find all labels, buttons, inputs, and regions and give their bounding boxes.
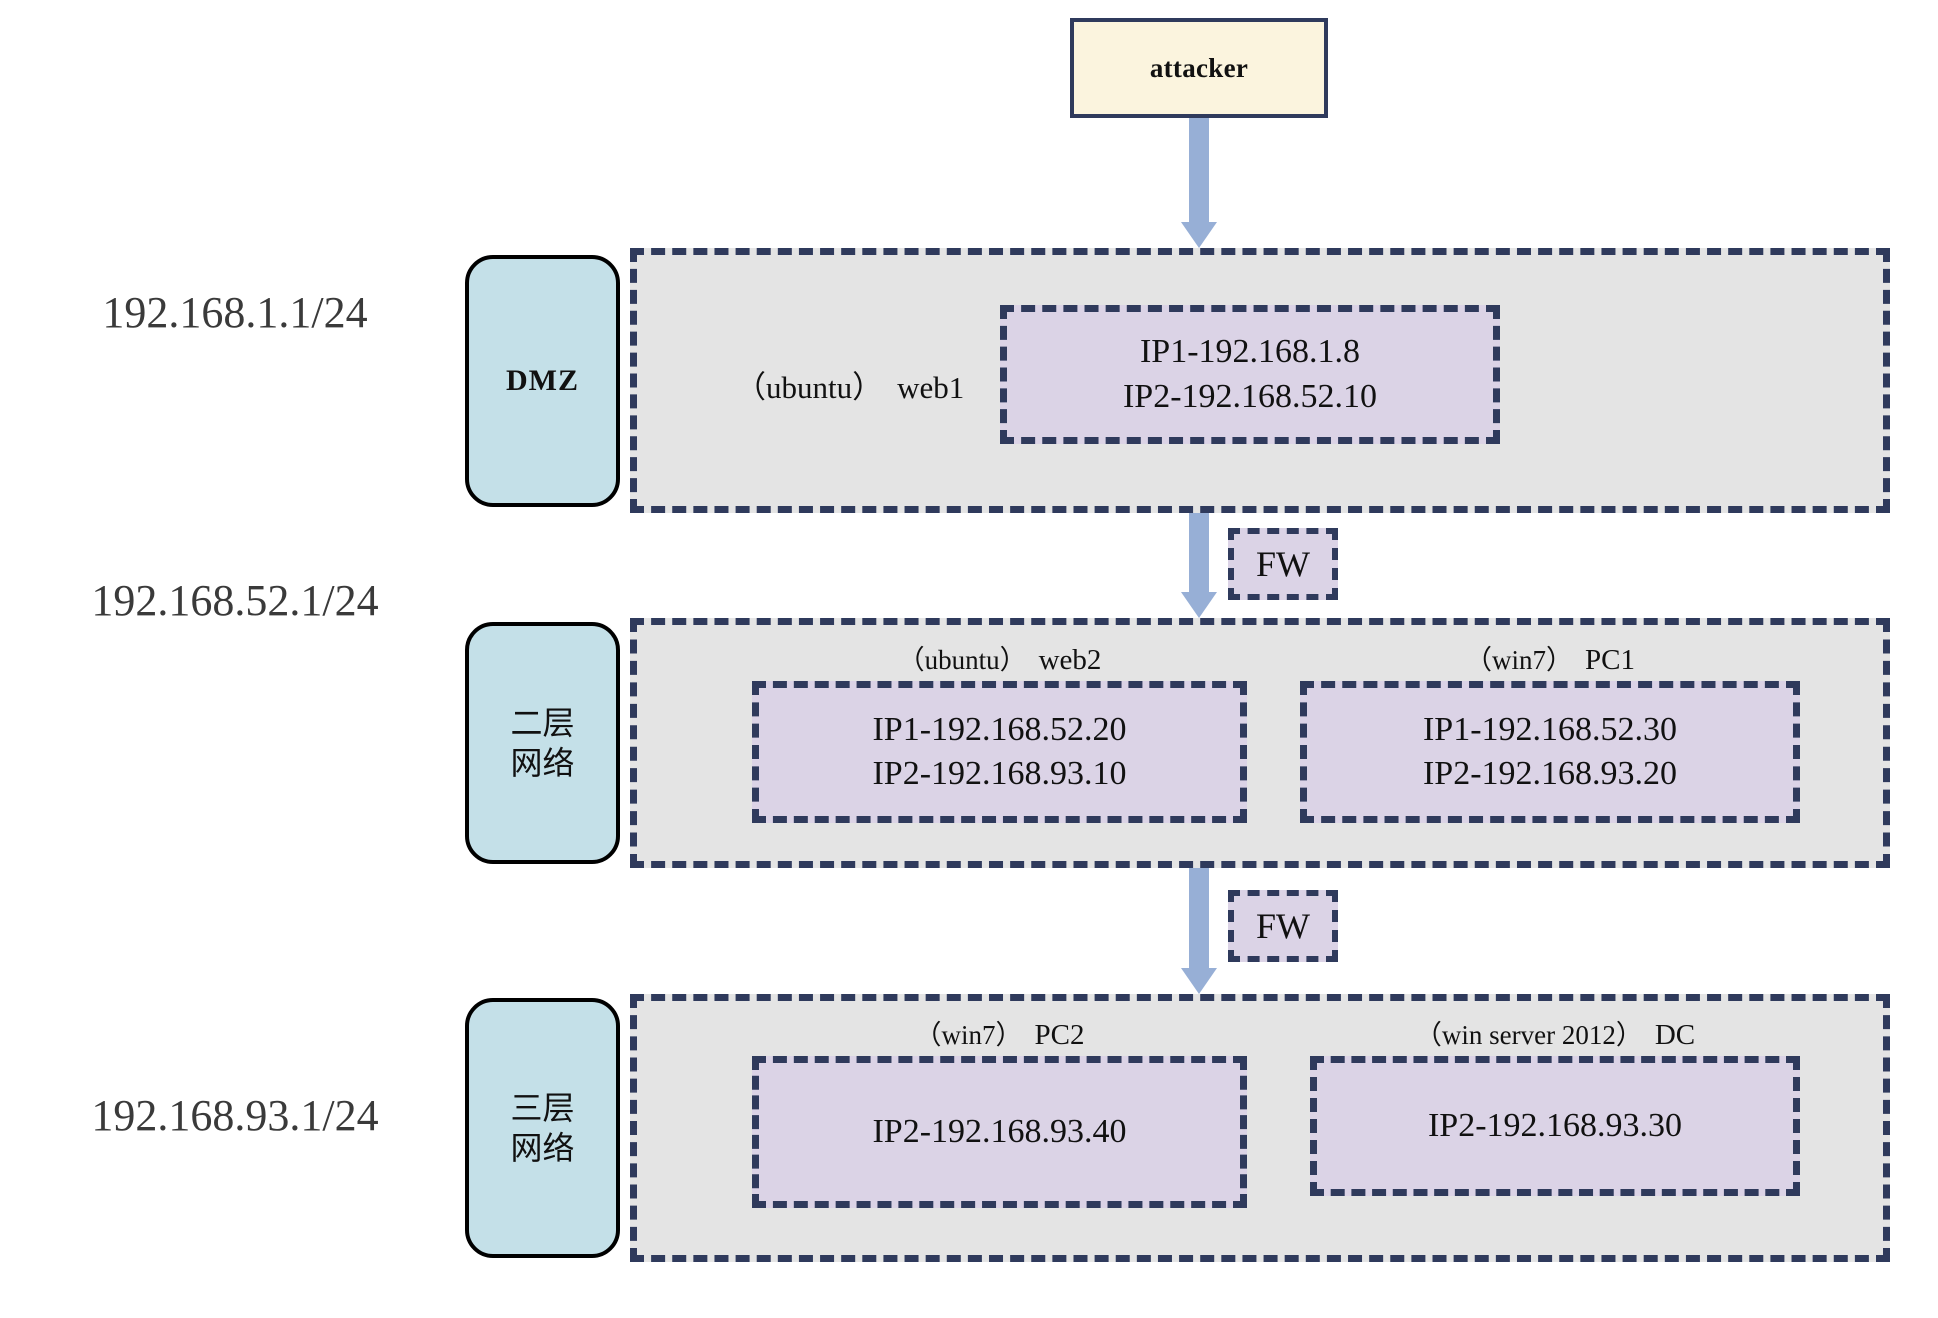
cidr-label-layer3: 192.168.93.1/24 <box>91 1091 379 1140</box>
ip-line: IP2-192.168.93.20 <box>1422 755 1678 792</box>
attacker-node[interactable]: attacker <box>1070 18 1328 118</box>
ip-line: IP2-192.168.93.10 <box>872 755 1127 792</box>
host-os-pc1: （win7） <box>1465 645 1573 675</box>
host-os-pc2: （win7） <box>914 1020 1023 1050</box>
zone-tab-label-layer3: 三层 网络 <box>510 1090 575 1166</box>
cidr-label-dmz: 192.168.1.1/24 <box>102 288 368 337</box>
host-os-web2: （ubuntu） <box>897 645 1027 675</box>
host-name-pc1: PC1 <box>1585 644 1635 676</box>
firewall-dmz-layer2[interactable]: FW <box>1228 528 1338 600</box>
ip-line: IP2-192.168.52.10 <box>1122 377 1378 415</box>
host-name-web2: web2 <box>1038 644 1102 676</box>
ip-line: IP2-192.168.93.30 <box>1427 1106 1683 1144</box>
ip-box-pc2: IP2-192.168.93.40 <box>752 1056 1247 1208</box>
host-pc1[interactable]: （win7） PC1 IP1-192.168.52.30 IP2-192.168.… <box>1300 638 1800 823</box>
ip-line: IP1-192.168.52.30 <box>1422 710 1678 748</box>
zone-tab-layer2[interactable]: 二层 网络 <box>465 622 620 864</box>
arrow-shaft <box>1189 118 1209 222</box>
host-caption-dc: （win server 2012） DC <box>1310 1013 1800 1052</box>
ip-box-pc1: IP1-192.168.52.30 IP2-192.168.93.20 <box>1300 681 1800 823</box>
host-dc[interactable]: （win server 2012） DC IP2-192.168.93.30 <box>1310 1013 1800 1196</box>
host-os-dc: （win server 2012） <box>1414 1020 1643 1050</box>
ip-line: IP1-192.168.1.8 <box>1139 333 1361 371</box>
zone-tab-dmz[interactable]: DMZ <box>465 255 620 507</box>
zone-tab-label-dmz: DMZ <box>506 364 579 398</box>
firewall-label: FW <box>1256 906 1310 946</box>
zone-tab-label-layer2: 二层 网络 <box>510 705 575 781</box>
arrow-shaft <box>1189 513 1209 592</box>
host-pc2[interactable]: （win7） PC2 IP2-192.168.93.40 <box>752 1013 1247 1208</box>
host-name-dc: DC <box>1654 1019 1696 1051</box>
ip-line: IP2-192.168.93.40 <box>872 1112 1127 1150</box>
arrow-attacker-to-dmz <box>1181 118 1217 248</box>
host-web1[interactable]: IP1-192.168.1.8 IP2-192.168.52.10 <box>1000 305 1500 444</box>
zone-tab-layer3[interactable]: 三层 网络 <box>465 998 620 1258</box>
arrow-head <box>1181 592 1217 618</box>
arrow-dmz-to-layer2 <box>1181 513 1217 618</box>
arrow-shaft <box>1189 868 1209 968</box>
host-name-web1: web1 <box>897 370 965 405</box>
host-caption-web2: （ubuntu） web2 <box>752 638 1247 677</box>
cidr-label-layer2: 192.168.52.1/24 <box>91 576 379 625</box>
host-name-pc2: PC2 <box>1034 1019 1085 1051</box>
ip-box-web2: IP1-192.168.52.20 IP2-192.168.93.10 <box>752 681 1247 823</box>
firewall-label: FW <box>1256 544 1310 584</box>
host-os-web1: （ubuntu） <box>735 370 884 405</box>
ip-box-dc: IP2-192.168.93.30 <box>1310 1056 1800 1196</box>
ip-line: IP1-192.168.52.20 <box>872 710 1127 748</box>
arrow-layer2-to-layer3 <box>1181 868 1217 994</box>
host-caption-pc1: （win7） PC1 <box>1300 638 1800 677</box>
arrow-head <box>1181 968 1217 994</box>
host-caption-pc2: （win7） PC2 <box>752 1013 1247 1052</box>
firewall-layer2-layer3[interactable]: FW <box>1228 890 1338 962</box>
host-web2[interactable]: （ubuntu） web2 IP1-192.168.52.20 IP2-192.1… <box>752 638 1247 823</box>
host-caption-web1: （ubuntu） web1 <box>735 362 964 407</box>
arrow-head <box>1181 222 1217 248</box>
ip-box-web1: IP1-192.168.1.8 IP2-192.168.52.10 <box>1000 305 1500 444</box>
attacker-label: attacker <box>1149 52 1249 83</box>
